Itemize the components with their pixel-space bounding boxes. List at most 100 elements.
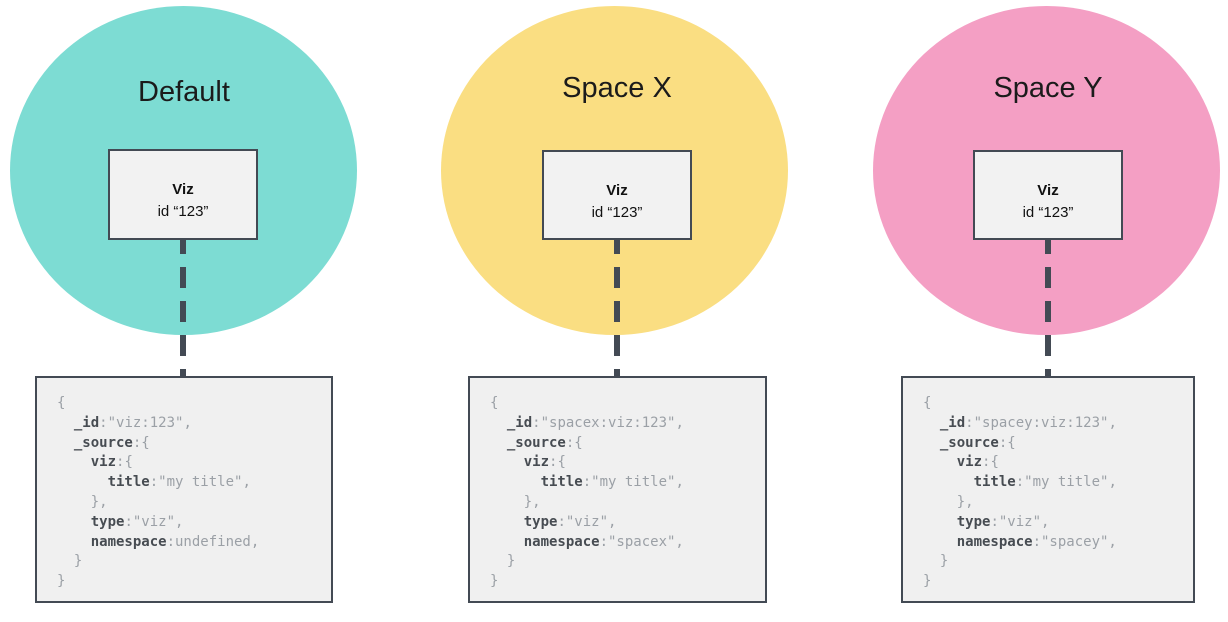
viz-card-id: id “123” [591, 203, 643, 221]
code-line: } [923, 552, 1185, 572]
code-text: :"spacey:viz:123", [965, 414, 1117, 431]
viz-card: Viz id “123” [542, 150, 692, 240]
code-text [923, 454, 957, 470]
code-line: _source:{ [923, 434, 1185, 454]
code-text: } [490, 553, 516, 570]
code-line: } [923, 572, 1185, 592]
code-block: { _id:"viz:123", _source:{ viz:{ title:"… [57, 394, 323, 592]
code-key: _id [506, 414, 533, 431]
viz-card-title: Viz [1037, 181, 1059, 199]
dashed-connector-line [614, 240, 620, 376]
code-text [923, 435, 940, 451]
code-key: viz [523, 454, 550, 471]
code-key: _source [73, 434, 133, 451]
code-key: title [540, 474, 583, 491]
code-line: namespace:"spacey", [923, 533, 1185, 553]
code-text [490, 454, 524, 470]
code-key: _source [506, 434, 566, 451]
code-text: :{ [132, 434, 150, 451]
code-text: }, [923, 493, 974, 510]
code-line: } [490, 572, 757, 592]
code-text [57, 435, 74, 451]
viz-card: Viz id “123” [108, 149, 258, 240]
viz-card: Viz id “123” [973, 150, 1123, 240]
code-text: :"my title", [582, 474, 684, 491]
code-key: type [523, 513, 558, 530]
dashed-connector-line [180, 240, 186, 376]
code-text: } [490, 573, 499, 590]
code-text [923, 415, 940, 431]
code-line: _source:{ [57, 434, 323, 454]
code-text [490, 514, 524, 530]
code-text: :{ [549, 454, 566, 471]
code-key: namespace [956, 533, 1033, 550]
code-key: type [90, 513, 125, 530]
code-text: :"viz", [124, 513, 184, 530]
code-line: namespace:undefined, [57, 533, 323, 553]
code-text: { [490, 395, 499, 411]
space-title: Space Y [993, 72, 1103, 104]
code-line: title:"my title", [57, 473, 323, 493]
code-line: { [490, 394, 757, 414]
code-text: }, [490, 493, 541, 510]
code-line: _id:"spacex:viz:123", [490, 414, 757, 434]
code-line: { [57, 394, 323, 414]
code-text: :"spacex:viz:123", [532, 414, 684, 431]
code-line: }, [57, 493, 323, 513]
code-block: { _id:"spacey:viz:123", _source:{ viz:{ … [923, 394, 1185, 592]
code-line: _id:"viz:123", [57, 414, 323, 434]
document-code-panel: { _id:"viz:123", _source:{ viz:{ title:"… [35, 376, 333, 603]
code-text [57, 534, 91, 550]
code-text: :"viz:123", [99, 414, 192, 431]
code-text: :{ [116, 454, 133, 471]
code-text: :{ [565, 434, 583, 451]
code-line: }, [490, 493, 757, 513]
viz-card-id: id “123” [1022, 203, 1074, 221]
code-block: { _id:"spacex:viz:123", _source:{ viz:{ … [490, 394, 757, 592]
code-key: _source [939, 434, 999, 451]
code-text [490, 415, 507, 431]
code-line: } [490, 552, 757, 572]
code-line: type:"viz", [490, 513, 757, 533]
code-text: :"my title", [149, 474, 251, 491]
viz-card-id: id “123” [157, 203, 209, 220]
code-text: } [923, 553, 949, 570]
code-line: } [57, 572, 323, 592]
viz-card-title: Viz [172, 181, 194, 199]
document-code-panel: { _id:"spacey:viz:123", _source:{ viz:{ … [901, 376, 1195, 603]
code-text: }, [57, 493, 108, 510]
code-line: title:"my title", [490, 473, 757, 493]
code-line: viz:{ [923, 453, 1185, 473]
code-key: viz [956, 454, 983, 471]
code-key: viz [90, 454, 117, 471]
code-text: } [57, 573, 66, 590]
code-text [490, 534, 524, 550]
space-title: Default [138, 76, 230, 108]
code-key: _id [939, 414, 966, 431]
code-line: type:"viz", [923, 513, 1185, 533]
code-text [57, 474, 108, 490]
code-text [923, 474, 974, 490]
code-text [923, 534, 957, 550]
code-text: { [57, 395, 66, 411]
code-text: :{ [998, 434, 1016, 451]
code-key: title [107, 474, 150, 491]
code-line: type:"viz", [57, 513, 323, 533]
code-text: :"viz", [990, 513, 1050, 530]
code-line: viz:{ [57, 453, 323, 473]
code-text: :{ [982, 454, 999, 471]
code-line: _source:{ [490, 434, 757, 454]
code-line: { [923, 394, 1185, 414]
code-line: } [57, 552, 323, 572]
code-text: } [57, 553, 83, 570]
code-text [490, 435, 507, 451]
code-key: namespace [523, 533, 600, 550]
dashed-connector-line [1045, 240, 1051, 376]
code-line: viz:{ [490, 453, 757, 473]
code-text [57, 454, 91, 470]
code-text [490, 474, 541, 490]
space-title: Space X [562, 72, 672, 104]
